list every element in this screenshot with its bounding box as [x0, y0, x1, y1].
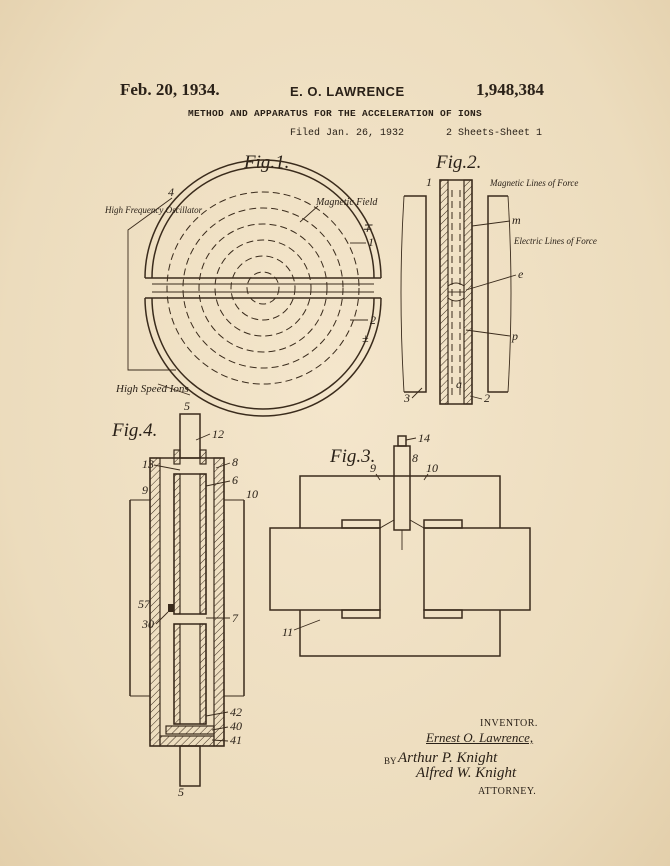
patent-title: METHOD AND APPARATUS FOR THE ACCELERATIO… [187, 108, 483, 119]
ion-path-5 [230, 255, 296, 321]
inventor-caption: INVENTOR. [480, 718, 538, 729]
fig4-label: Fig.4. [111, 420, 157, 441]
upper-dee-inner [151, 166, 375, 279]
reference-number: ± [362, 331, 369, 345]
attorney-signature-2: Alfred W. Knight [416, 765, 517, 781]
ion-path-2 [182, 207, 344, 369]
reference-number: 57 [138, 597, 151, 611]
patent-date: Feb. 20, 1934. [120, 80, 220, 99]
reference-number: 3 [403, 391, 410, 405]
reference-number: 2 [370, 313, 376, 327]
ion-path-4 [214, 239, 312, 337]
reference-number: e [518, 267, 524, 281]
reference-number: 8 [232, 455, 238, 469]
reference-number: 10 [246, 487, 258, 501]
ion-path-3 [198, 223, 328, 353]
figure-2: Fig.2. Magnetic Lines of Force Electric … [400, 152, 597, 405]
reference-number: 4 [168, 185, 174, 199]
reference-number: 9 [370, 461, 376, 475]
fig3-label: Fig.3. [329, 446, 375, 467]
electric-lines-label: Electric Lines of Force [513, 236, 597, 246]
reference-number: 1 [368, 235, 374, 249]
fig1-label: Fig.1. [243, 152, 289, 173]
fig2-label: Fig.2. [435, 152, 481, 173]
reference-number: 10 [426, 461, 438, 475]
patent-number: 1,948,384 [476, 80, 544, 99]
upper-dee-outer [144, 159, 382, 279]
reference-number: 6 [232, 473, 238, 487]
sheet-count: 2 Sheets-Sheet 1 [446, 128, 543, 139]
filed-date: Filed Jan. 26, 1932 [290, 128, 405, 139]
attorney-caption: ATTORNEY. [478, 786, 537, 797]
reference-number: 11 [282, 625, 293, 639]
attorney-signature-1: Arthur P. Knight [398, 750, 498, 766]
magnetic-field-label: Magnetic Field [315, 197, 378, 208]
reference-number: 2 [484, 391, 490, 405]
reference-number: 7 [232, 611, 239, 625]
ion-path-6 [246, 271, 280, 305]
figure-3: Fig.3. 14 8 9 10 11 [269, 431, 531, 657]
reference-number: 42 [230, 705, 242, 719]
reference-number: 41 [230, 733, 242, 747]
reference-number: p [511, 329, 518, 343]
ion-path-1 [166, 191, 360, 385]
high-frequency-label: High Frequency Oscillator [104, 205, 203, 215]
figure-1: Fig.1. High Frequency Oscillator Magneti… [104, 152, 382, 417]
reference-number: ∓ [362, 221, 373, 235]
reference-number: m [512, 213, 521, 227]
lower-dee-inner [151, 297, 375, 410]
reference-number: 5 [184, 399, 190, 413]
reference-number: 12 [212, 427, 224, 441]
reference-number: 13 [142, 457, 154, 471]
reference-number: 30 [141, 617, 154, 631]
inventor-header: E. O. LAWRENCE [290, 84, 405, 99]
reference-number: 8 [412, 451, 418, 465]
reference-number: 14 [418, 431, 430, 445]
reference-number: a [456, 377, 462, 391]
high-speed-ions-label: High Speed Ions [115, 383, 189, 395]
lower-dee-outer [144, 297, 382, 417]
figure-4: Fig.4. 5 12 13 8 6 [111, 399, 258, 799]
magnetic-lines-label: Magnetic Lines of Force [489, 178, 578, 188]
reference-number: 40 [230, 719, 242, 733]
reference-number: 5 [178, 785, 184, 799]
inventor-signature: Ernest O. Lawrence, [426, 730, 534, 745]
by-label: BY [384, 756, 397, 766]
reference-number: 9 [142, 483, 148, 497]
reference-number: 1 [426, 175, 432, 189]
